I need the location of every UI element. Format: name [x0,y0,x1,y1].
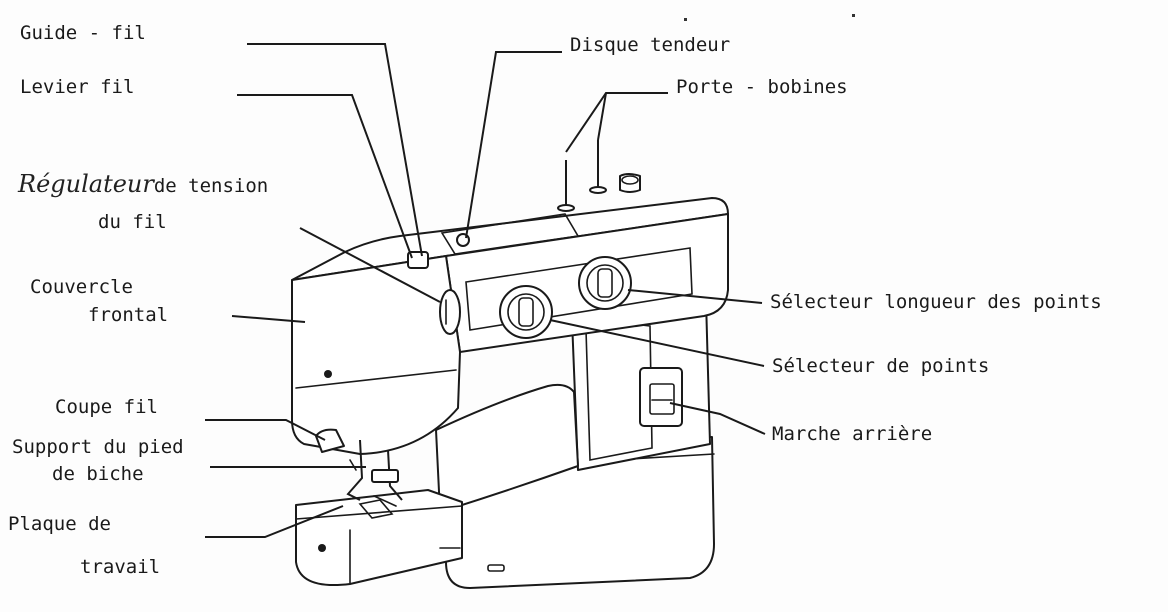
label-guide-fil: Guide - fil [20,22,146,44]
label-coupe-fil: Coupe fil [55,396,158,418]
stitch-length-dial [578,256,632,310]
label-regulateur-rest: de tension [153,175,269,197]
label-regulateur-handwritten: Régulateur [18,170,154,198]
leader-selecteur-longueur [627,289,763,304]
label-selecteur-points: Sélecteur de points [772,355,990,377]
label-couvercle-line2: frontal [88,304,169,326]
scan-speck [684,18,687,21]
leader-marche-arriere [669,402,766,435]
leader-levier-fil [237,94,413,259]
label-plaque-line2: travail [80,556,161,578]
scan-speck [852,14,855,17]
label-levier-fil: Levier fil [20,76,135,98]
label-selecteur-longueur: Sélecteur longueur des points [770,291,1102,313]
label-couvercle-line1: Couvercle [30,276,133,298]
label-regulateur-line2: du fil [98,211,167,233]
label-regulateur-line1: Régulateurde tension [18,172,268,196]
label-disque-tendeur: Disque tendeur [570,34,731,56]
label-porte-bobines: Porte - bobines [676,76,848,98]
stitch-selector-dial [499,285,553,339]
label-marche-arriere: Marche arrière [772,423,933,445]
leader-guide-fil [247,43,423,257]
leader-regulateur [299,227,441,303]
label-support-line2: de biche [52,463,144,485]
leader-selecteur-points [549,319,765,367]
sewing-machine-illustration [291,140,729,589]
leader-coupe-fil [205,419,326,441]
leader-porte-bobines-2 [597,92,607,141]
leader-disque [465,51,562,239]
leader-lines [205,43,766,538]
label-support-line1: Support du pied [12,436,184,458]
label-plaque-line1: Plaque de [8,513,111,535]
leader-plaque [205,505,344,538]
leader-couvercle [231,315,306,323]
leader-porte-bobines-1 [565,92,668,153]
